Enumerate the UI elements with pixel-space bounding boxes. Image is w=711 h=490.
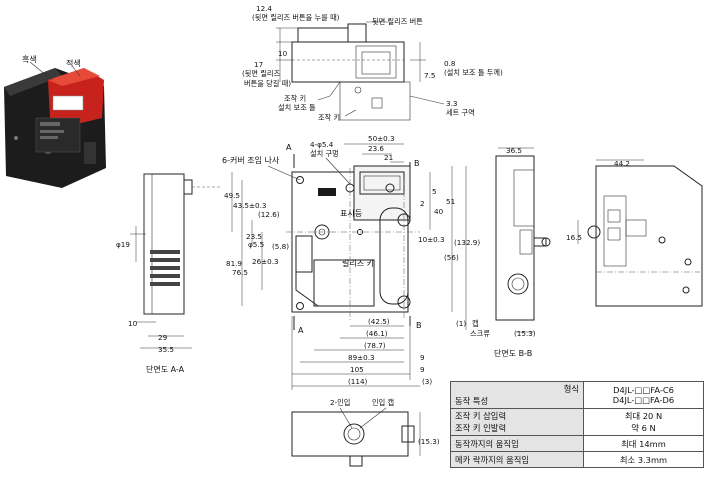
top-view: 12.4 (뒷면 릴리즈 버튼을 누를 때) 뒷면 릴리즈 버튼 10 17 (…: [242, 4, 503, 122]
table-row: 동작까지의 움직임 최대 14mm: [450, 435, 704, 452]
dim-36-5: 36.5: [506, 146, 522, 155]
section-b-top: B: [414, 159, 420, 168]
dim-10-top: 10: [278, 49, 288, 58]
key-plate-label-2: 설치 보조 틀: [278, 103, 316, 112]
insert-force-value: 최대 20 N: [624, 411, 663, 421]
travel-label: 동작까지의 움직임: [450, 435, 584, 452]
caption-section-bb: 단면도 B-B: [494, 348, 532, 358]
note-pull-2: 버튼을 당길 때): [244, 79, 291, 88]
operation-key-label: 조작 키: [318, 113, 340, 122]
dim-105: 105: [350, 365, 364, 374]
dim-89: 89±0.3: [348, 353, 375, 362]
caption-section-aa: 단면도 A-A: [146, 364, 185, 374]
feature-label: 동작 특성: [455, 396, 489, 406]
dim-3: (3): [422, 377, 432, 386]
dim-16-5: 16.5: [566, 233, 582, 242]
front-view: A A B B 50±0.3 23.6 21 6-커버 조임 나사 4-φ5.4…: [222, 134, 490, 390]
pull-force-value: 약 6 N: [631, 423, 656, 433]
dim-43-5: 43.5±0.3: [233, 201, 266, 210]
section-a-bottom: A: [298, 326, 304, 335]
dim-0-8: 0.8: [444, 59, 456, 68]
dim-10-right: 10±0.3: [418, 235, 445, 244]
mech-travel-label: 메카 락까지의 움직임: [450, 451, 584, 468]
dim-9-5: φ5.5: [248, 240, 264, 249]
dim-phi-19: φ19: [116, 240, 130, 249]
type-label: 형식: [563, 384, 579, 394]
dim-5-8: (5.8): [272, 242, 289, 251]
dim-50: 50±0.3: [368, 134, 395, 143]
dim-46-1: (46.1): [366, 329, 388, 338]
dim-12-4: 12.4: [256, 4, 272, 13]
dim-40: 40: [434, 207, 444, 216]
label-black: 흑색: [22, 54, 37, 64]
travel-value: 최대 14mm: [583, 435, 704, 452]
spec-table: 형식 동작 특성 D4JL-□□FA-C6 D4JL-□□FA-D6 조작 키 …: [450, 381, 704, 468]
dim-49-5: 49.5: [224, 191, 240, 200]
cap-screw-1: 캡: [472, 319, 479, 328]
dim-114: (114): [348, 377, 368, 386]
mounting-holes-1: 4-φ5.4: [310, 140, 334, 149]
dim-42-5: (42.5): [368, 317, 390, 326]
right-side-view: 44.2 16.5: [566, 159, 703, 307]
mech-travel-value: 최소 3.3mm: [583, 451, 704, 468]
dim-9: 9: [420, 353, 425, 362]
note-pull-1: (뒷면 릴리즈: [242, 69, 281, 78]
dim-78-7: (78.7): [364, 341, 386, 350]
insert-force-label: 조작 키 삽입력: [455, 411, 507, 421]
note-plate-thickness: (설치 보조 틀 두께): [444, 68, 503, 77]
dim-81-9: 81.9: [226, 259, 242, 268]
dim-56: (56): [444, 253, 459, 262]
dim-21: 21: [384, 153, 393, 162]
dim-15-3-bb: (15.3): [514, 329, 536, 338]
mounting-holes-2: 설치 구멍: [310, 149, 339, 158]
release-key-label: 릴리즈 키: [342, 259, 374, 268]
dim-1: (1): [456, 319, 466, 328]
rear-release-button-label: 뒷면 릴리즈 버튼: [372, 17, 423, 26]
section-a-top: A: [286, 143, 292, 152]
dim-12-6: (12.6): [258, 210, 280, 219]
indicator-label: 표시등: [340, 209, 362, 218]
bottom-view: 2-인입 인입 캡 (15.3): [291, 398, 440, 467]
section-b-bottom: B: [416, 321, 422, 330]
label-red: 적색: [66, 58, 81, 68]
table-row: 조작 키 삽입력 조작 키 인발력 최대 20 N 약 6 N: [450, 408, 704, 436]
dim-44-2: 44.2: [614, 159, 630, 168]
dim-23-6: 23.6: [368, 144, 384, 153]
pull-force-label: 조작 키 인발력: [455, 423, 507, 433]
conduit-label: 2-인입: [330, 398, 350, 407]
table-row: 메카 락까지의 움직임 최소 3.3mm: [450, 451, 704, 468]
table-row: 형식 동작 특성 D4JL-□□FA-C6 D4JL-□□FA-D6: [450, 381, 704, 409]
dim-51: 51: [446, 197, 455, 206]
dim-9-b: 9: [420, 365, 425, 374]
set-hole-label: 세트 구역: [446, 108, 475, 117]
dim-10-aa: 10: [128, 319, 138, 328]
dim-15-3-bottom: (15.3): [418, 437, 440, 446]
dim-35-5: 35.5: [158, 345, 174, 354]
dim-17: 17: [254, 60, 263, 69]
cap-screw-2: 스크류: [470, 329, 490, 338]
model-c6: D4JL-□□FA-C6: [613, 385, 674, 395]
dim-29: 29: [158, 333, 168, 342]
dim-3-3: 3.3: [446, 99, 457, 108]
dim-132-9: (132.9): [454, 238, 480, 247]
section-bb: 36.5 (15.3) 단면도 B-B: [494, 146, 551, 358]
cover-screws-label: 6-커버 조임 나사: [222, 155, 280, 165]
note-push: (뒷면 릴리즈 버튼을 누를 때): [252, 13, 340, 22]
dim-23-5: 23.5: [246, 232, 262, 241]
dim-76-5: 76.5: [232, 268, 248, 277]
dim-7-5: 7.5: [424, 71, 435, 80]
dim-26: 26±0.3: [252, 257, 279, 266]
key-plate-label-1: 조작 키: [284, 94, 306, 103]
dim-5-right: 5: [432, 187, 437, 196]
model-d6: D4JL-□□FA-D6: [612, 395, 675, 405]
cap-label: 인입 캡: [372, 398, 394, 407]
dim-2-right: 2: [420, 199, 425, 208]
product-photo: 흑색 적색: [4, 54, 106, 188]
section-aa: φ19 10 29 35.5 단면도 A-A: [116, 173, 222, 374]
